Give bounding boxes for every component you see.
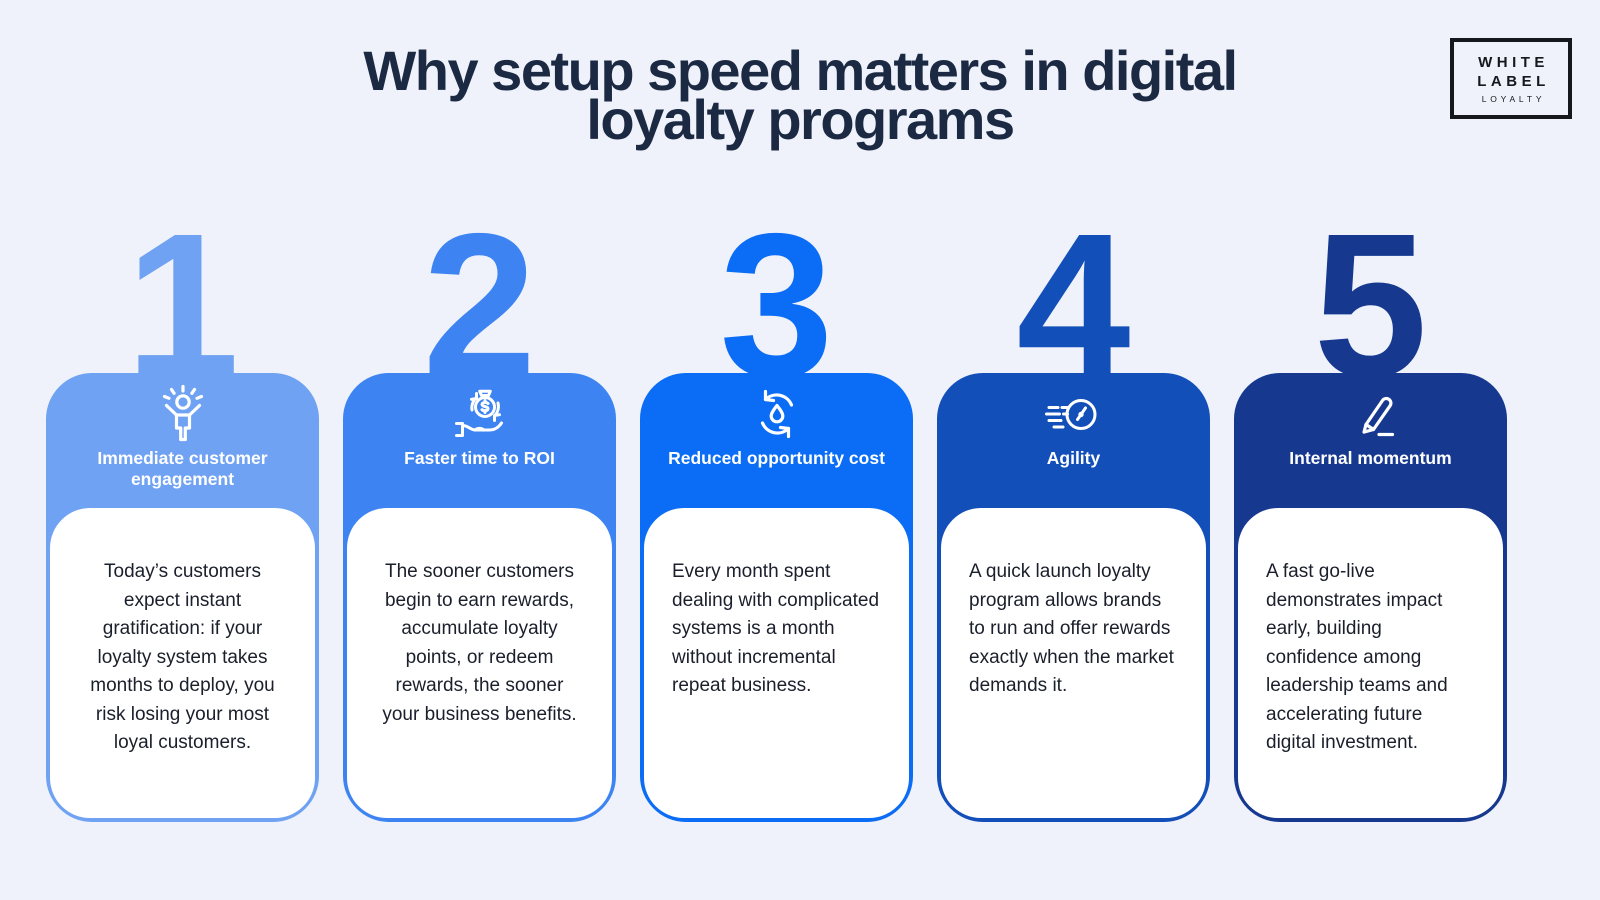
- card-body-5: A fast go-live demonstrates impact early…: [1238, 508, 1503, 818]
- step-column-5: 5 Internal momentum A fast go-live demon…: [1234, 191, 1507, 822]
- step-number-4: 4: [1016, 191, 1131, 421]
- card-title-3: Reduced opportunity cost: [668, 448, 885, 468]
- logo-word-loyalty: LOYALTY: [1481, 94, 1546, 104]
- step-card-5: Internal momentum A fast go-live demonst…: [1234, 373, 1507, 822]
- step-column-3: 3 Reduced opportunity cost: [640, 191, 913, 822]
- card-title-1: Immediate customer engagement: [97, 448, 268, 489]
- step-number-3: 3: [719, 191, 834, 421]
- card-text-2: The sooner customers begin to earn rewar…: [382, 561, 577, 725]
- cheering-person-icon: [151, 382, 215, 446]
- step-card-2: Faster time to ROI The sooner customers …: [343, 373, 616, 822]
- card-header-1: Immediate customer engagement: [46, 373, 319, 508]
- page-title-line1: Why setup speed matters in digital: [363, 39, 1238, 102]
- card-header-3: Reduced opportunity cost: [640, 373, 913, 508]
- pencil-icon: [1339, 382, 1403, 446]
- step-card-3: Reduced opportunity cost Every month spe…: [640, 373, 913, 822]
- card-text-3: Every month spent dealing with complicat…: [672, 561, 880, 696]
- brand-logo: WHITE LABEL LOYALTY: [1450, 38, 1572, 119]
- card-body-4: A quick launch loyalty program allows br…: [941, 508, 1206, 818]
- cycle-drop-icon: [745, 382, 809, 446]
- card-text-5: A fast go-live demonstrates impact early…: [1266, 561, 1448, 753]
- step-column-2: 2: [343, 191, 616, 822]
- card-title-4: Agility: [1046, 448, 1101, 468]
- card-text-1: Today’s customers expect instant gratifi…: [90, 561, 275, 753]
- card-header-2: Faster time to ROI: [343, 373, 616, 508]
- logo-word-label: LABEL: [1477, 73, 1550, 90]
- step-number-1: 1: [125, 191, 240, 421]
- step-number-5: 5: [1313, 191, 1428, 421]
- step-column-1: 1: [46, 191, 319, 822]
- card-body-1: Today’s customers expect instant gratifi…: [50, 508, 315, 818]
- page-title: Why setup speed matters in digital loyal…: [0, 39, 1600, 151]
- money-bag-in-hand-icon: [448, 382, 512, 446]
- page-title-line2: loyalty programs: [586, 88, 1015, 151]
- step-card-4: Agility A quick launch loyalty program a…: [937, 373, 1210, 822]
- card-body-3: Every month spent dealing with complicat…: [644, 508, 909, 818]
- steps-row: 1: [46, 191, 1507, 822]
- step-column-4: 4 Agil: [937, 191, 1210, 822]
- step-number-2: 2: [422, 191, 537, 421]
- step-card-1: Immediate customer engagement Today’s cu…: [46, 373, 319, 822]
- card-title-2: Faster time to ROI: [404, 448, 555, 468]
- card-title-5: Internal momentum: [1289, 448, 1452, 468]
- logo-word-white: WHITE: [1478, 54, 1549, 71]
- card-text-4: A quick launch loyalty program allows br…: [969, 561, 1174, 696]
- fast-clock-icon: [1042, 382, 1106, 446]
- card-header-4: Agility: [937, 373, 1210, 508]
- card-body-2: The sooner customers begin to earn rewar…: [347, 508, 612, 818]
- card-header-5: Internal momentum: [1234, 373, 1507, 508]
